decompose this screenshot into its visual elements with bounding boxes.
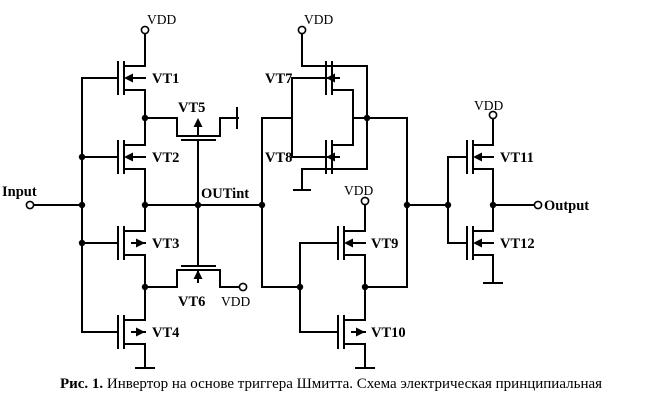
- gate-node-vt2: [78, 153, 86, 161]
- vdd-label-vt9: VDD: [344, 183, 373, 198]
- gate-node-vt3: [78, 239, 86, 247]
- output-label: Output: [544, 198, 589, 214]
- figure-caption: Рис. 1. Инвертор на основе триггера Шмит…: [0, 376, 662, 393]
- vt11-arrow: [473, 152, 482, 162]
- outint-label: OUTint: [201, 186, 249, 202]
- vt11-label: VT11: [500, 150, 534, 166]
- node-outint: [258, 201, 266, 209]
- vt6-transistor: [176, 265, 241, 288]
- input-node: [78, 201, 86, 209]
- vt12-arrow: [473, 238, 482, 248]
- vdd-terminal-vt6: [238, 282, 248, 292]
- vt9-label: VT9: [371, 236, 398, 252]
- vt10-arrow: [356, 327, 365, 337]
- vt2-arrow: [124, 152, 133, 162]
- vdd-terminal-vt1: [140, 25, 150, 35]
- output-inverter: [447, 117, 536, 284]
- vt9-arrow: [344, 238, 353, 248]
- vdd-terminal-vt9: [360, 196, 370, 206]
- outint-net: [261, 117, 301, 288]
- caption-prefix: Рис. 1.: [59, 376, 104, 392]
- input-label: Input: [2, 184, 37, 200]
- vt10-label: VT10: [371, 325, 406, 341]
- vt5-transistor: [176, 107, 239, 141]
- vt7-vt8-pair: [291, 29, 368, 191]
- stage2-output-net: [366, 117, 449, 288]
- left-stack: [117, 29, 263, 369]
- vdd-label-vt11: VDD: [474, 98, 503, 113]
- vt4-label: VT4: [152, 325, 179, 341]
- node-feedback: [194, 201, 202, 209]
- vt6-label: VT6: [178, 294, 205, 310]
- vt8-arrow: [326, 152, 335, 162]
- vt3-label: VT3: [152, 236, 179, 252]
- vt3-arrow: [136, 238, 145, 248]
- vt1-arrow: [124, 73, 133, 83]
- input-net: [29, 77, 119, 333]
- output-terminal: [533, 200, 543, 210]
- vt1-label: VT1: [152, 71, 179, 87]
- vt6-arrow: [193, 270, 203, 279]
- node-stage2-out: [403, 201, 411, 209]
- vt7-arrow: [326, 73, 335, 83]
- node-output: [489, 201, 497, 209]
- vdd-label-vt6: VDD: [221, 294, 250, 309]
- node-vt9-vt10: [361, 283, 369, 291]
- caption-text: Инвертор на основе триггера Шмитта. Схем…: [103, 376, 603, 392]
- vt7-label: VT7: [265, 71, 292, 87]
- node-vt1-vt2: [141, 114, 149, 122]
- vdd-terminal-vt7: [297, 25, 307, 35]
- vdd-label-vt1: VDD: [147, 12, 176, 27]
- vdd-label-vt7: VDD: [304, 12, 333, 27]
- vdd-terminal-vt11: [488, 110, 498, 120]
- vt12-label: VT12: [500, 236, 535, 252]
- node-outint-bottom: [296, 283, 304, 291]
- vt2-label: VT2: [152, 150, 179, 166]
- vt8-label: VT8: [265, 150, 292, 166]
- vt9-vt10-pair: [299, 203, 408, 369]
- vt4-arrow: [136, 327, 145, 337]
- node-vt3-vt4: [141, 283, 149, 291]
- node-outint-left: [141, 201, 149, 209]
- input-terminal: [25, 200, 35, 210]
- node-vt11-gate: [444, 201, 452, 209]
- vt5-arrow: [193, 118, 203, 127]
- vt5-label: VT5: [178, 100, 205, 116]
